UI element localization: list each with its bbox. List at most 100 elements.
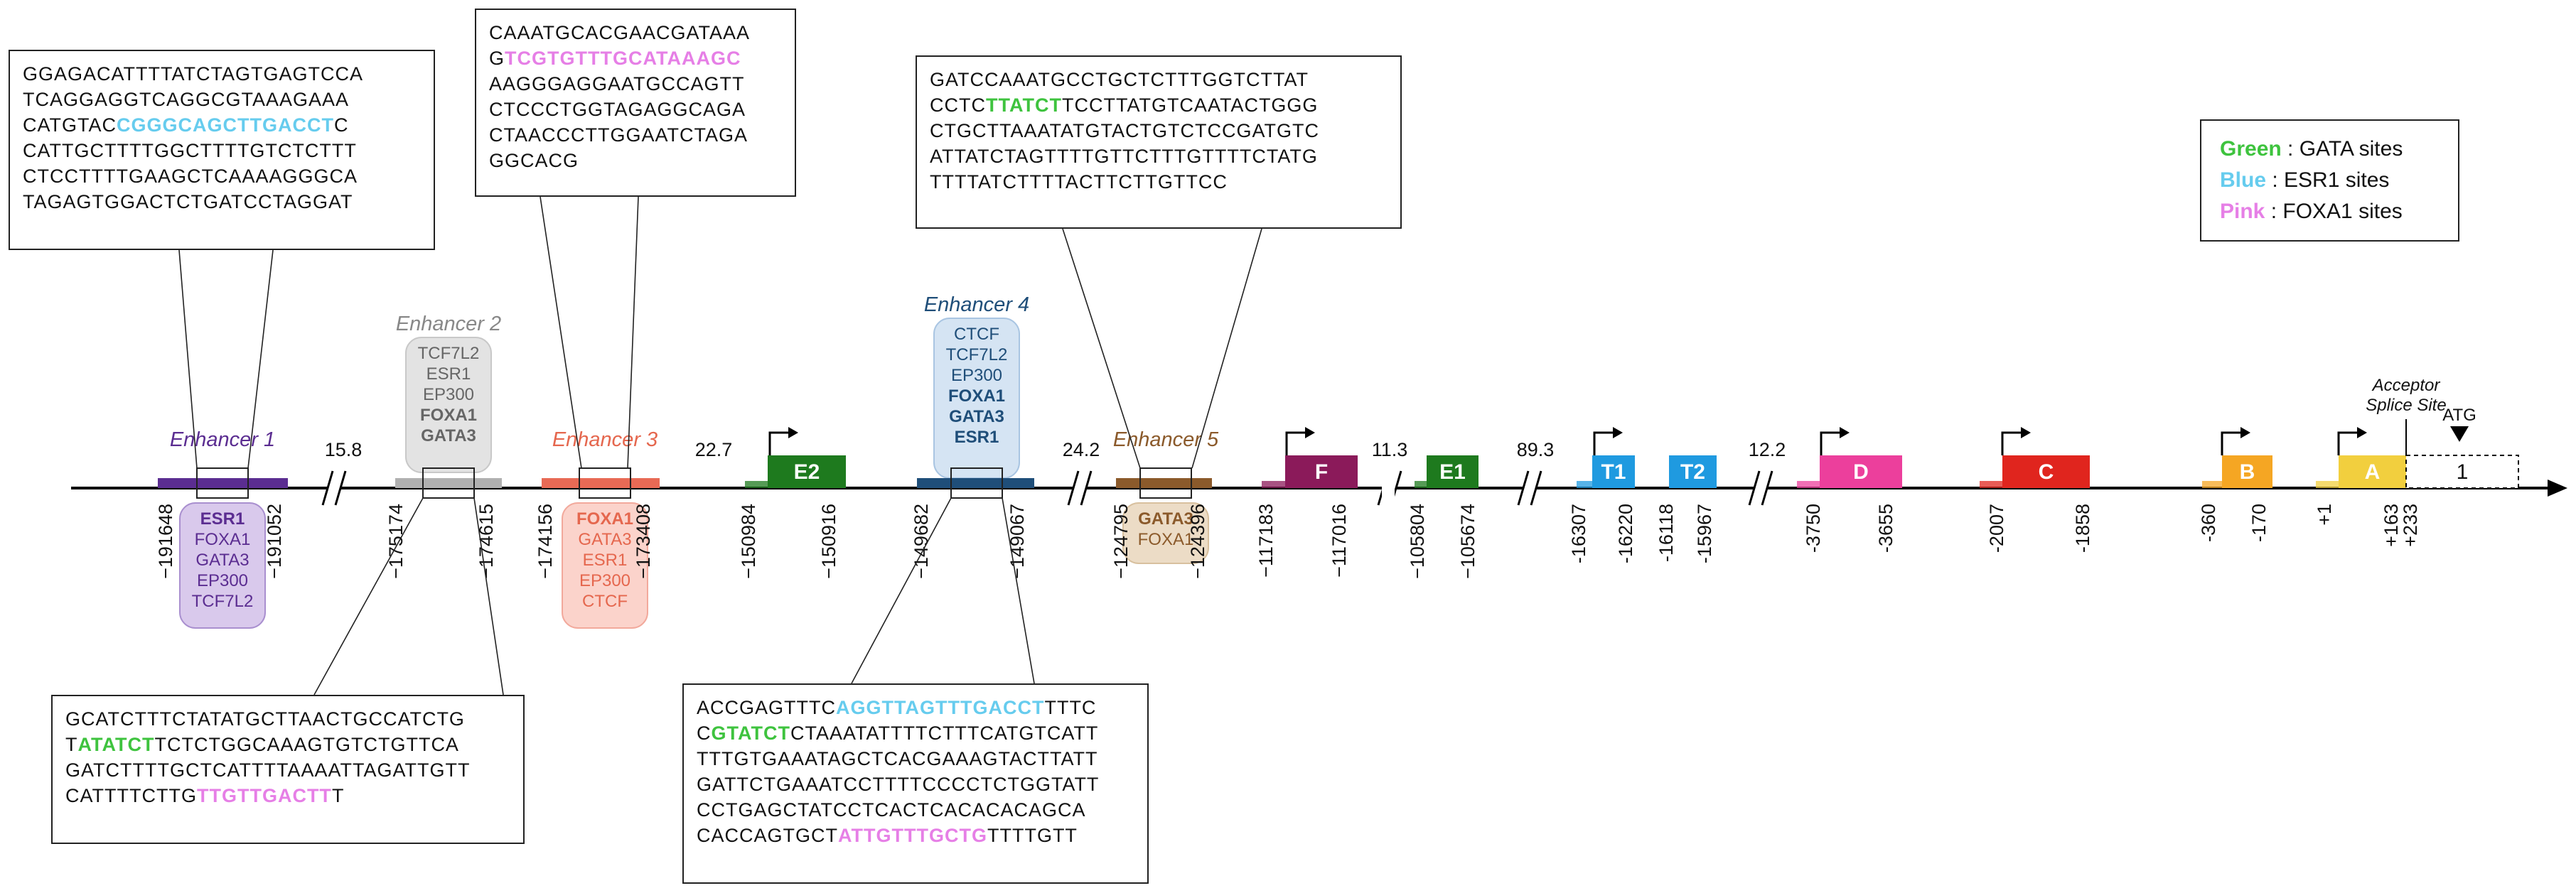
coordinate-label: -16118 — [1655, 504, 1677, 562]
coordinate-label: −150916 — [818, 504, 839, 579]
sequence-segment: TCCTTATGTCAATACTGGG — [1061, 94, 1319, 116]
exon-block — [1285, 455, 1358, 488]
zoom-region-box — [1139, 467, 1192, 499]
factor-label: ESR1 — [200, 509, 245, 529]
factor-label: GATA3 — [195, 551, 249, 570]
connector-line — [540, 196, 582, 469]
axis-break-gap — [1074, 467, 1087, 509]
exon-label: C — [2039, 460, 2054, 484]
sequence-line: CACCAGTGCTATTGTTTGCTGTTTTGTT — [697, 823, 1134, 848]
coordinate-label: -15967 — [1694, 504, 1715, 563]
sequence-segment: GATCTTTTGCTCATTTTAAAATTAGATTGTT — [65, 759, 471, 781]
exon-utr — [1262, 481, 1285, 488]
coordinate-label: −124396 — [1187, 504, 1208, 579]
sequence-segment: CCTC — [930, 94, 986, 116]
connector-line — [1002, 497, 1035, 684]
sequence-segment: T — [65, 734, 78, 755]
connector-line — [627, 196, 639, 469]
coordinate-label: −105674 — [1457, 504, 1478, 579]
legend-desc-blue: : ESR1 sites — [2266, 168, 2390, 192]
sequence-segment: TCTCTGGCAAAGTGTCTGTTCA — [154, 734, 459, 755]
axis-break-gap — [328, 467, 341, 509]
sequence-segment: TCAGGAGGTCAGGCGTAAAGAAA — [23, 89, 350, 110]
sequence-segment: CTGCTTAAATATGTACTGTCTCCGATGTC — [930, 120, 1319, 141]
factor-label: GATA3 — [578, 530, 631, 549]
coordinate-label: -2007 — [1986, 504, 2007, 553]
sequence-line: GCATCTTTCTATATGCTTAACTGCCATCTG — [65, 706, 510, 732]
coordinate-label: −117183 — [1255, 504, 1277, 578]
coordinate-label: −124795 — [1110, 504, 1132, 579]
enhancer-label: Enhancer 2 — [396, 313, 501, 335]
tss-arrowhead — [2357, 427, 2367, 438]
axis-break-mark — [1080, 470, 1093, 506]
sequence-line: CATTTTCTTGTTGTTGACTTT — [65, 783, 510, 808]
legend-desc-green: : GATA sites — [2281, 137, 2403, 161]
tss-arrow — [2001, 431, 2022, 455]
axis-break-mark — [1761, 470, 1773, 506]
enhancer-bar — [917, 478, 1034, 488]
sequence-segment: GGAGACATTTTATCTAGTGAGTCCA — [23, 63, 363, 85]
factor-label: EP300 — [579, 571, 630, 590]
legend-row-esr1: Blue : ESR1 sites — [2220, 165, 2440, 196]
factor-label: FOXA1 — [420, 406, 477, 425]
coordinate-label: −150984 — [738, 504, 759, 579]
exon-label: 1 — [2457, 460, 2469, 484]
sequence-line: CTGCTTAAATATGTACTGTCTCCGATGTC — [930, 118, 1388, 144]
exon-label: D — [1853, 460, 1869, 484]
factor-box — [562, 502, 648, 629]
zoom-region-box — [950, 467, 1003, 499]
legend-key-pink: Pink — [2220, 200, 2265, 223]
coordinate-label: −117016 — [1329, 504, 1350, 578]
sequence-segment: CACCAGTGCT — [697, 825, 838, 846]
sequence-line: TATATCTTCTCTGGCAAAGTGTCTGTTCA — [65, 732, 510, 757]
axis-break-mark — [1748, 470, 1761, 506]
tss-arrow — [1285, 431, 1306, 455]
sequence-line: GATTCTGAAATCCTTTTCCCCTCTGGTATT — [697, 772, 1134, 797]
factor-label: GATA3 — [421, 426, 476, 445]
sequence-line: CCTCTTATCTTCCTTATGTCAATACTGGG — [930, 92, 1388, 118]
tss-arrow — [1820, 431, 1841, 455]
sequence-segment: CTCCCTGGTAGAGGCAGA — [489, 99, 746, 120]
exon-block — [768, 455, 846, 488]
connector-line — [1191, 228, 1262, 469]
connector-line — [247, 249, 274, 469]
gap-distance-label: 12.2 — [1749, 439, 1786, 460]
sequence-line: CATTGCTTTTGGCTTTTGTCTCTTT — [23, 138, 421, 163]
exon-label: B — [2240, 460, 2255, 484]
tss-arrowhead — [788, 427, 798, 438]
sequence-segment: GCATCTTTCTATATGCTTAACTGCCATCTG — [65, 708, 465, 730]
axis-break-mark — [334, 470, 347, 506]
sequence-segment: CTAAATATTTTCTTTCATGTCATT — [790, 722, 1099, 744]
atg-label: ATG — [2442, 406, 2476, 425]
sequence-segment: GATTCTGAAATCCTTTTCCCCTCTGGTATT — [697, 774, 1100, 795]
tss-arrowhead — [1840, 427, 1850, 438]
connector-line — [313, 497, 424, 696]
factor-label: FOXA1 — [1138, 530, 1194, 549]
sequence-segment: ACCGAGTTTC — [697, 697, 836, 718]
axis-break-mark — [1067, 470, 1080, 506]
coordinate-label: -16220 — [1615, 504, 1636, 563]
factor-label: GATA3 — [949, 407, 1004, 426]
sequence-segment: TTTTGTT — [987, 825, 1078, 846]
exon-block — [1427, 455, 1478, 488]
sequence-line: TCAGGAGGTCAGGCGTAAAGAAA — [23, 87, 421, 112]
sequence-segment: CTAACCCTTGGAATCTAGA — [489, 124, 748, 146]
sequence-line: AAGGGAGGAATGCCAGTT — [489, 71, 782, 97]
sequence-segment: CATTTTCTTG — [65, 785, 197, 806]
acceptor-label: Acceptor — [2371, 376, 2441, 395]
sequence-segment: C — [333, 114, 349, 136]
sequence-line: CTAACCCTTGGAATCTAGA — [489, 122, 782, 148]
factor-box — [1122, 502, 1209, 564]
exon-block — [1669, 455, 1717, 488]
esr1-binding-site: CGGGCAGCTTGACCT — [117, 114, 334, 136]
gap-distance-label: 22.7 — [695, 439, 733, 460]
factor-label: EP300 — [951, 366, 1002, 385]
exon-block — [2002, 455, 2090, 488]
coordinate-label: +233 — [2400, 504, 2421, 547]
sequence-segment: CATTGCTTTTGGCTTTTGTCTCTTT — [23, 140, 357, 161]
exon-utr — [2316, 481, 2339, 488]
axis-break-gap — [1524, 467, 1537, 509]
coordinate-label: -1858 — [2072, 504, 2093, 553]
